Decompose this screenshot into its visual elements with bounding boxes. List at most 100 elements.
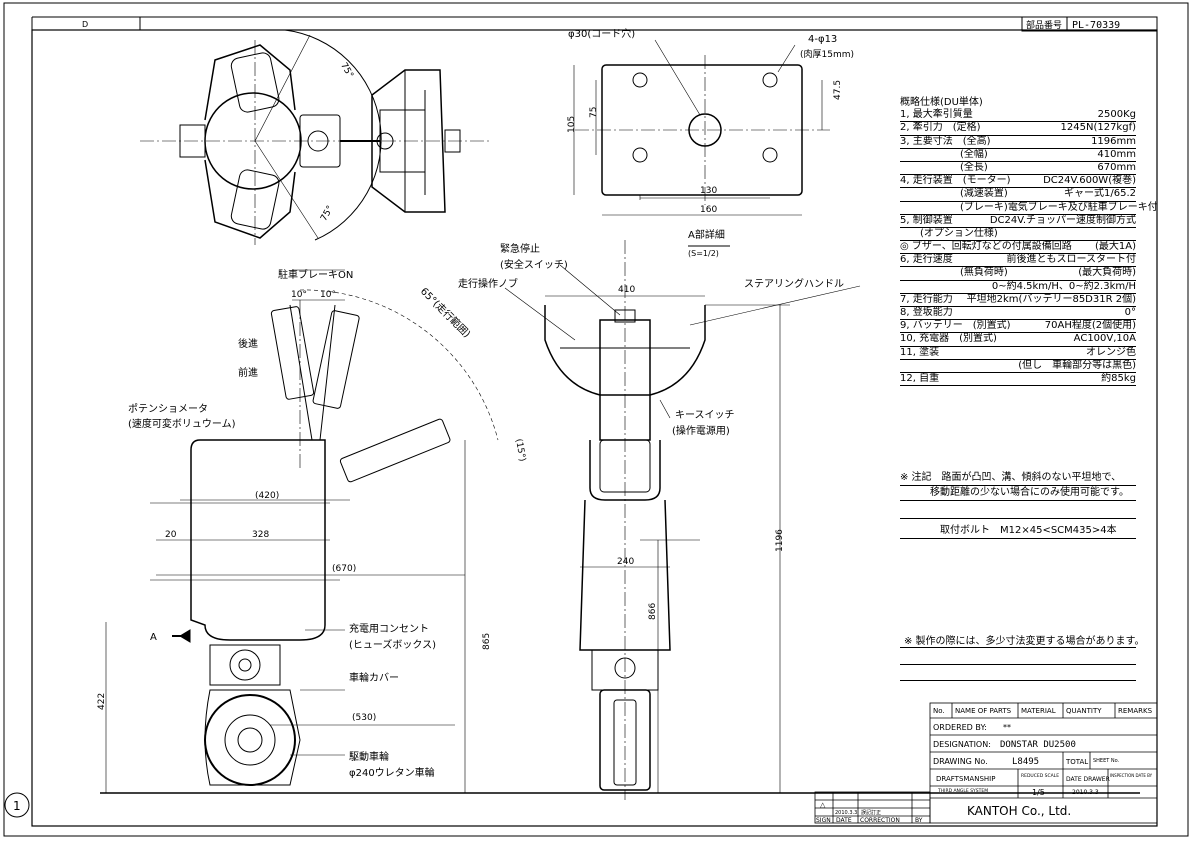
detail-a-dim-105: 105 <box>567 116 577 133</box>
rev-desc: 誤記訂正 <box>861 809 881 816</box>
park-brake-label: 駐車ブレーキON <box>278 268 353 281</box>
detail-a-dim-160: 160 <box>700 205 717 215</box>
part-number-value: PL-70339 <box>1072 20 1120 31</box>
spec-row-value: 0~約4.5km/H、0~約2.3km/H <box>991 280 1136 292</box>
spec-row-label: (減速装置) <box>900 188 1008 200</box>
dim-422: 422 <box>97 693 107 710</box>
sheet-number-circle <box>4 792 30 818</box>
spec-title: 概略仕様(DU単体) <box>900 97 983 108</box>
spec-row-value: (最大1A) <box>1094 241 1136 253</box>
spec-row: (全幅)410mm <box>900 149 1136 162</box>
tb-inspection: INSPECTION DATE BY <box>1110 773 1153 778</box>
part-number-label: 部品番号 <box>1026 19 1062 31</box>
outlet-label: 充電用コンセント <box>349 622 429 635</box>
spec-row-label: 8, 登坂能力 <box>900 307 953 318</box>
tb-header-no: No. <box>933 707 945 715</box>
spec-row-value: オレンジ色 <box>1086 346 1136 358</box>
mounting-bolt-note: 取付ボルト M12×45<SCM435>4本 <box>900 518 1136 539</box>
rev-date: 2010.3.3 <box>835 810 857 816</box>
spec-row-label: 7, 走行能力 <box>900 293 953 305</box>
rev-mark: △ <box>820 801 826 809</box>
outlet-sub: (ヒューズボックス) <box>349 638 436 651</box>
tb-date-value: 2010.3.3 <box>1072 789 1099 796</box>
dim-866: 866 <box>648 603 658 620</box>
dim-530: (530) <box>352 713 376 723</box>
spec-row: (但し 車輪部分等は黒色) <box>900 360 1136 373</box>
spec-row: 6, 走行速度前後進ともスロースタート付 <box>900 254 1137 268</box>
forward-label: 前進 <box>238 366 258 379</box>
title-block-lines <box>814 702 1158 824</box>
tb-ordered-label: ORDERED BY: <box>933 723 987 732</box>
detail-a-dim-75: 75 <box>589 107 599 118</box>
spec-row: 11, 塗装オレンジ色 <box>900 347 1136 360</box>
spec-row-label: ◎ ブザー、回転灯などの付属設備回路 <box>900 241 1072 253</box>
spec-row-label: 1, 最大牽引質量 <box>900 109 973 121</box>
note-line-2: 移動距離の少ない場合にのみ使用可能です。 <box>900 486 1136 501</box>
spec-row-value: 670mm <box>1097 161 1136 173</box>
spec-row-label: 9, バッテリー (別置式) <box>900 320 1011 332</box>
tb-drawing-value: L8495 <box>1012 757 1039 767</box>
spec-row-value: 0° <box>1124 307 1136 318</box>
drive-wheel-sub: φ240ウレタン車輪 <box>349 766 435 779</box>
spec-row-label: (全長) <box>900 161 988 173</box>
spec-row-value: 平坦地2km(バッテリー85D31R 2個) <box>966 293 1136 305</box>
estop-label: 緊急停止 <box>500 242 540 255</box>
tb-scale-value: 1/5 <box>1032 788 1045 797</box>
dim-328: 328 <box>252 530 269 540</box>
spec-row: 0~約4.5km/H、0~約2.3km/H <box>900 281 1136 294</box>
rev-correction-header: CORRECTION <box>860 817 900 824</box>
tb-drawing-label: DRAWING No. <box>933 757 988 766</box>
tb-projection: THIRD ANGLE SYSTEM <box>937 788 988 794</box>
spec-row: 4, 走行装置 (モーター)DC24V.600W(複巻) <box>900 175 1136 189</box>
angle-lower: 75° <box>319 204 336 223</box>
detail-a-scale: (S=1/2) <box>688 249 719 258</box>
spec-row: (減速装置)ギャー式1/65.2 <box>900 188 1136 202</box>
dim-20: 20 <box>165 530 177 540</box>
spec-row-label: (ブレーキ) <box>900 201 1008 213</box>
detail-a-thickness-label: (肉厚15mm) <box>800 48 854 60</box>
dim-420: (420) <box>255 491 279 501</box>
tb-header-remarks: REMARKS <box>1118 707 1153 715</box>
travel-range-label: 65°(走行範囲) <box>418 285 474 341</box>
outer-border <box>3 2 1189 837</box>
tb-total-label: TOTAL <box>1065 758 1088 766</box>
spec-row-label: (オプション仕様) <box>900 227 998 239</box>
tb-header-quantity: QUANTITY <box>1066 707 1102 715</box>
spec-row-label: 2, 牽引力 (定格) <box>900 122 981 134</box>
tb-ordered-value: ** <box>1003 723 1011 732</box>
tb-draftsmanship: DRAFTSMANSHIP <box>936 775 995 783</box>
tb-reduced-scale: REDUCED SCALE <box>1021 773 1059 779</box>
spec-row-value: DC24V.チョッパー速度制御方式 <box>989 214 1136 226</box>
detail-a-dim-47-5: 47.5 <box>833 80 843 100</box>
spec-row-label: 4, 走行装置 (モーター) <box>900 175 1011 187</box>
side-view-drawing <box>100 269 1140 794</box>
spec-row-value: 410mm <box>1097 148 1136 160</box>
drive-wheel-label: 駆動車輪 <box>349 750 389 763</box>
spec-row: 10, 充電器 (別置式) AC100V,10A <box>900 333 1136 347</box>
spec-row: 2, 牽引力 (定格)1245N(127kgf) <box>900 122 1136 136</box>
spec-row-label: 10, 充電器 (別置式) <box>900 333 997 345</box>
spec-row-value: 前後進ともスロースタート付 <box>1006 254 1137 266</box>
dim-1196: 1196 <box>775 529 785 552</box>
spec-row-value: AC100V,10A <box>1073 333 1136 345</box>
potentiometer-label: ポテンショメータ <box>128 403 208 415</box>
spec-row-value: 1196mm <box>1091 135 1136 147</box>
wheel-cover-label: 車輪カバー <box>349 671 399 684</box>
spec-row: 8, 登坂能力 0° <box>900 307 1136 321</box>
zone-label: D <box>82 20 88 29</box>
spec-row-value: 約85kg <box>1101 372 1136 384</box>
tb-designation-label: DESIGNATION: <box>933 740 991 749</box>
angle-10-right: 10° <box>320 290 336 300</box>
part-number-box <box>1021 16 1158 32</box>
potentiometer-sub: (速度可変ボリュウーム) <box>128 417 236 430</box>
spec-row: (ブレーキ)電気ブレーキ及び駐車ブレーキ付 <box>900 201 1158 215</box>
detail-a-title: A部詳細 <box>688 228 725 241</box>
detail-a-bolt-holes-label: 4-φ13 <box>808 34 837 45</box>
spec-row: (無負荷時)(最大負荷時) <box>900 267 1136 281</box>
reverse-label: 後進 <box>238 337 258 350</box>
spec-row: 12, 自重約85kg <box>900 372 1136 387</box>
tb-date-drawer: DATE DRAWER <box>1066 776 1110 783</box>
